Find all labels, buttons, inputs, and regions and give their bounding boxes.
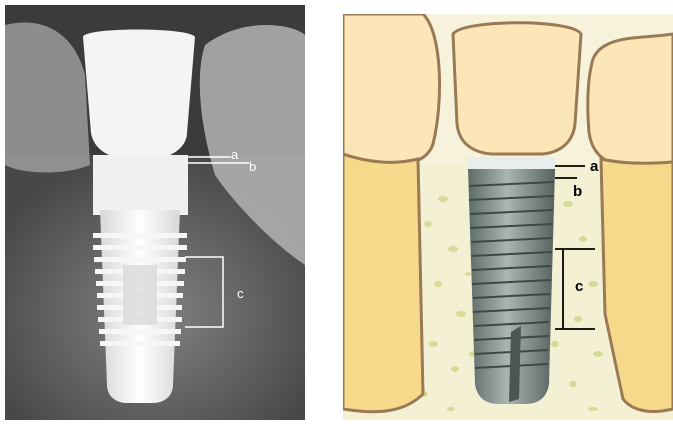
screw-channel [123,265,157,325]
label-a: a [231,147,239,162]
left-neighbor-crown [343,14,440,164]
implant-collar [467,157,555,169]
label-c: c [237,286,244,301]
radiograph-panel: a b c [5,5,305,420]
crown-radiopaque [83,30,195,158]
illustration-panel: a b c [343,14,673,420]
implant-illustration: a b c [343,14,673,420]
label-b: b [573,183,582,200]
right-neighbor-crown [588,34,673,164]
radiograph-image: a b c [5,5,305,420]
implant-crown [453,23,581,154]
label-a: a [590,158,599,175]
label-b: b [249,159,256,174]
label-c: c [575,278,583,295]
abutment [93,155,188,215]
left-neighbor-root [343,154,423,412]
